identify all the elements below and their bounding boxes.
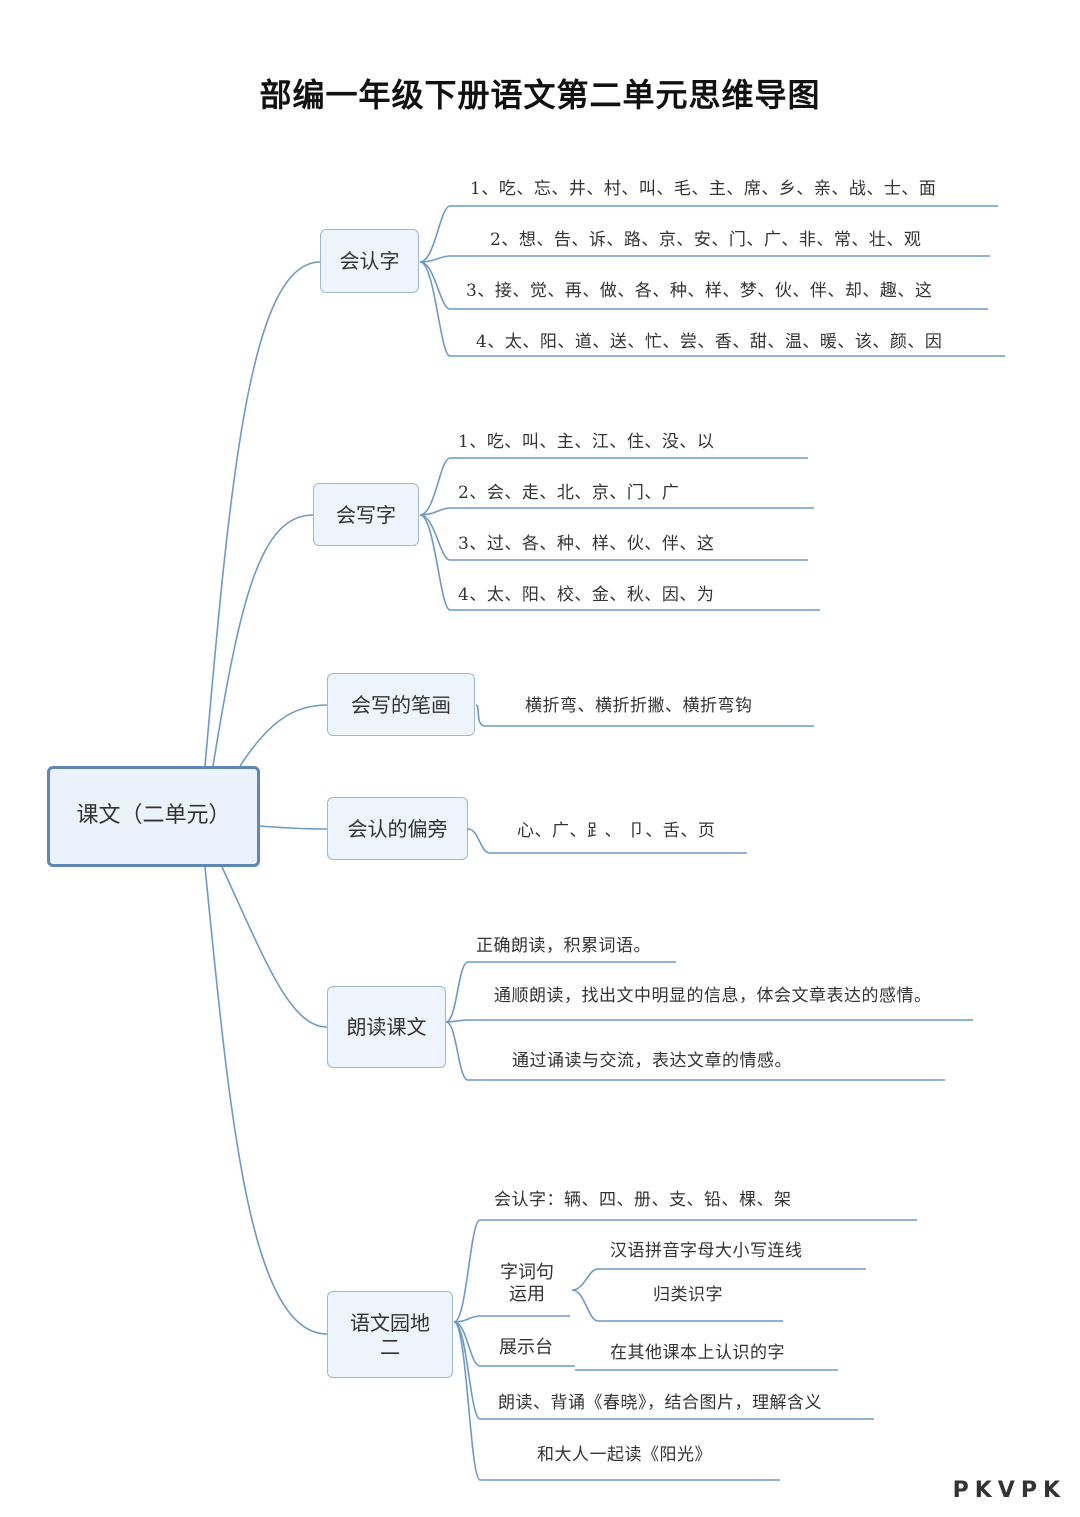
reading-curve-2 [445, 1019, 469, 1023]
garden-showcase-item: 在其他课本上认识的字 [610, 1343, 785, 1363]
word-use-curve-1 [571, 1268, 599, 1291]
strokes-curve-1 [475, 704, 486, 727]
write-curve-4 [419, 514, 451, 611]
recognize-curve-2 [419, 255, 451, 263]
reading-curve-3 [445, 1021, 469, 1081]
link-root-strokes [239, 704, 328, 767]
strokes-item: 横折弯、横折折撇、横折弯钩 [525, 696, 753, 716]
branch-garden: 语文园地二 [327, 1291, 453, 1378]
write-curve-1 [419, 457, 451, 516]
garden-word-use: 字词句运用 [500, 1262, 554, 1305]
root-node: 课文（二单元） [47, 766, 260, 867]
garden-curve-1 [453, 1219, 481, 1323]
garden-recite: 朗读、背诵《春晓》，结合图片，理解含义 [498, 1393, 822, 1413]
branch-radicals: 会认的偏旁 [327, 797, 468, 860]
branch-reading: 朗读课文 [327, 986, 446, 1068]
garden-word-use-item-1: 汉语拼音字母大小写连线 [610, 1241, 803, 1261]
recognize-chars-item-1: 1、吃、忘、井、村、叫、毛、主、席、乡、亲、战、士、面 [470, 179, 937, 199]
garden-curve-5 [453, 1321, 481, 1481]
reading-curve-1 [445, 961, 469, 1023]
branch-recognize-chars: 会认字 [320, 229, 419, 293]
recognize-chars-item-2: 2、想、告、诉、路、京、安、门、广、非、常、壮、观 [490, 230, 922, 250]
garden-word-use-item-2: 归类识字 [653, 1285, 723, 1305]
recognize-curve-4 [419, 261, 451, 357]
link-root-recognize [204, 261, 321, 767]
link-root-radicals [259, 825, 328, 830]
write-chars-item-2: 2、会、走、北、京、门、广 [458, 483, 680, 503]
reading-item-1: 正确朗读，积累词语。 [476, 936, 651, 956]
branch-strokes: 会写的笔画 [327, 673, 475, 736]
recognize-curve-1 [419, 205, 451, 263]
write-curve-2 [419, 507, 451, 516]
reading-item-3: 通过诵读与交流，表达文章的情感。 [512, 1051, 792, 1071]
watermark: PKVPK [952, 1478, 1066, 1503]
link-root-garden [204, 866, 328, 1335]
garden-curve-4 [453, 1321, 481, 1420]
link-root-reading [221, 866, 328, 1028]
reading-item-2: 通顺朗读，找出文中明显的信息，体会文章表达的感情。 [494, 986, 932, 1006]
garden-read-together: 和大人一起读《阳光》 [537, 1445, 712, 1465]
page-title: 部编一年级下册语文第二单元思维导图 [259, 76, 821, 114]
link-root-write [212, 514, 314, 767]
garden-recognize-chars: 会认字：辆、四、册、支、铅、棵、架 [494, 1190, 792, 1210]
recognize-chars-item-4: 4、太、阳、道、送、忙、尝、香、甜、温、暖、该、颜、因 [476, 332, 943, 352]
recognize-chars-item-3: 3、接、觉、再、做、各、种、样、梦、伙、伴、却、趣、这 [466, 281, 933, 301]
garden-showcase: 展示台 [499, 1337, 553, 1358]
write-chars-item-4: 4、太、阳、校、金、秋、因、为 [458, 585, 715, 605]
word-use-curve-2 [571, 1289, 599, 1322]
garden-curve-2 [453, 1315, 481, 1323]
radicals-curve-1 [467, 828, 491, 854]
branch-write-chars: 会写字 [313, 483, 419, 546]
write-chars-item-1: 1、吃、叫、主、江、住、没、以 [458, 432, 715, 452]
radicals-item: 心、广、⻊、 卩、舌、页 [517, 821, 716, 841]
write-chars-item-3: 3、过、各、种、样、伙、伴、这 [458, 534, 715, 554]
